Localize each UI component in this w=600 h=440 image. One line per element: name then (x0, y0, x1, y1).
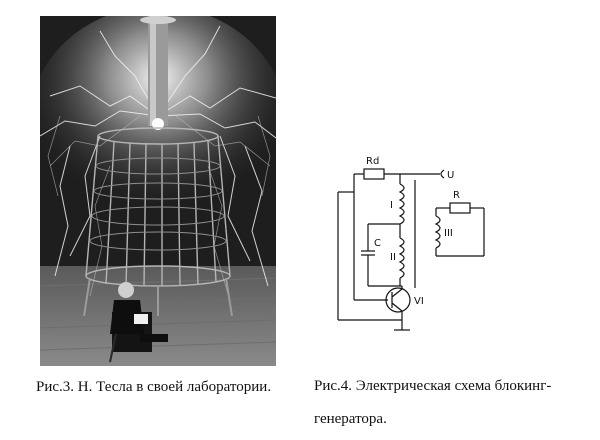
label-winding-1: I (390, 200, 393, 211)
label-transistor: VI (414, 296, 424, 307)
transistor-vi (385, 287, 411, 313)
resistor-r (449, 202, 471, 214)
label-rd: Rd (366, 156, 379, 167)
label-winding-3: III (444, 228, 453, 239)
winding-2 (398, 237, 405, 279)
tesla-lab-photo (40, 16, 276, 366)
winding-3 (434, 215, 441, 249)
blocking-oscillator-circuit: Rd U I II III R C VI (337, 156, 485, 331)
tesla-coil-illustration (40, 16, 276, 366)
label-u: U (447, 170, 454, 181)
photo-caption: Рис.3. Н. Тесла в своей лаборатории. (36, 379, 272, 395)
resistor-rd (363, 168, 385, 180)
label-c: C (374, 238, 381, 249)
label-winding-2: II (390, 252, 396, 263)
label-r: R (453, 190, 460, 201)
supply-terminal (440, 169, 445, 179)
winding-1 (398, 183, 405, 225)
circuit-caption: Рис.4. Электрическая схема блокинг-генер… (314, 378, 552, 427)
seated-figure (109, 282, 168, 363)
